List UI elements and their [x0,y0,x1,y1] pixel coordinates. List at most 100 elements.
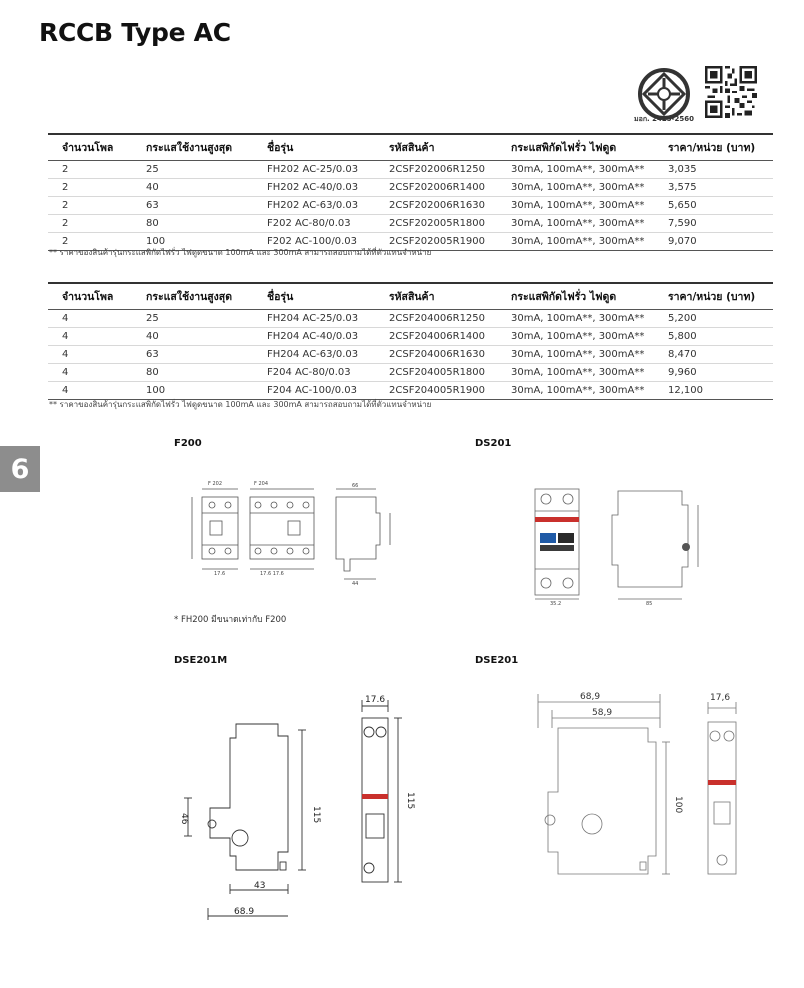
cell-price: 5,650 [668,196,773,215]
cell-model: FH202 AC-40/0.03 [267,178,389,197]
dse201m-dim-width: 17.6 [365,695,385,705]
cell-price: 3,035 [668,160,773,179]
cell-price: 5,200 [668,309,773,328]
cell-leakage-current: 30mA, 100mA**, 300mA** [511,196,668,215]
cell-model: FH204 AC-40/0.03 [267,327,389,346]
svg-text:17.6 17.6: 17.6 17.6 [260,571,284,577]
cell-model: F202 AC-100/0.03 [267,232,389,251]
table2-note: ** ราคาของสินค้ารุ่นกระแสพิกัดไฟรั่ว ไฟด… [49,400,432,409]
table1-note: ** ราคาของสินค้ารุ่นกระแสพิกัดไฟรั่ว ไฟด… [49,248,432,257]
ds201-label: DS201 [475,438,512,449]
cell-rated-current: 25 [146,160,267,179]
cell-model: FH202 AC-25/0.03 [267,160,389,179]
cell-price: 3,575 [668,178,773,197]
dse201-dim-100: 100 [673,796,683,813]
cell-model: F204 AC-100/0.03 [267,381,389,400]
dse201-dim-689: 68,9 [580,692,600,702]
dse201-dim-589: 58,9 [592,708,612,718]
qr-code-icon [705,66,757,118]
dse201m-dim-height-front: 115 [405,792,415,809]
header-poles: จำนวนโพล [48,282,146,310]
cell-leakage-current: 30mA, 100mA**, 300mA** [511,232,668,251]
dse201m-dimension-drawing: 17.6 115 115 46 43 68.9 [179,695,415,920]
header-model: ชื่อรุ่น [267,282,389,310]
cell-rated-current: 40 [146,327,267,346]
cell-leakage-current: 30mA, 100mA**, 300mA** [511,214,668,233]
cell-product-code: 2CSF204006R1250 [389,309,511,328]
cell-model: F204 AC-80/0.03 [267,363,389,382]
page-title: RCCB Type AC [39,18,231,47]
cell-model: FH202 AC-63/0.03 [267,196,389,215]
header-rated-current: กระแสใช้งานสูงสุด [146,282,267,310]
cell-product-code: 2CSF204005R1800 [389,363,511,382]
header-product-code: รหัสสินค้า [389,133,511,161]
svg-text:F 202: F 202 [208,481,222,487]
dse201-dim-176: 17,6 [710,693,730,703]
cell-price: 9,070 [668,232,773,251]
cell-price: 9,960 [668,363,773,382]
header-leakage-current: กระแสพิกัดไฟรั่ว ไฟดูด [511,133,668,161]
cell-product-code: 2CSF204006R1400 [389,327,511,346]
cell-product-code: 2CSF202006R1630 [389,196,511,215]
cell-poles: 4 [48,327,146,346]
svg-text:17.6: 17.6 [214,571,225,577]
cell-price: 5,800 [668,327,773,346]
cell-leakage-current: 30mA, 100mA**, 300mA** [511,178,668,197]
cell-rated-current: 80 [146,214,267,233]
cell-leakage-current: 30mA, 100mA**, 300mA** [511,160,668,179]
cell-leakage-current: 30mA, 100mA**, 300mA** [511,327,668,346]
cell-poles: 2 [48,214,146,233]
cell-model: F202 AC-80/0.03 [267,214,389,233]
cell-price: 8,470 [668,345,773,364]
cell-product-code: 2CSF204006R1630 [389,345,511,364]
svg-text:66: 66 [352,483,358,489]
dse201-label: DSE201 [475,655,519,666]
cell-rated-current: 100 [146,232,267,251]
cell-model: FH204 AC-63/0.03 [267,345,389,364]
dse201m-dim-43: 43 [254,881,265,891]
header-leakage-current: กระแสพิกัดไฟรั่ว ไฟดูด [511,282,668,310]
fh200-note: * FH200 มีขนาดเท่ากับ F200 [174,615,287,625]
cell-model: FH204 AC-25/0.03 [267,309,389,328]
cell-rated-current: 63 [146,345,267,364]
cell-rated-current: 80 [146,363,267,382]
header-price: ราคา/หน่วย (บาท) [668,282,773,310]
cell-product-code: 2CSF202005R1800 [389,214,511,233]
cell-leakage-current: 30mA, 100mA**, 300mA** [511,363,668,382]
cell-product-code: 2CSF202006R1250 [389,160,511,179]
cell-poles: 2 [48,160,146,179]
rccb-2pole-table: จำนวนโพล กระแสใช้งานสูงสุด ชื่อรุ่น รหัส… [48,133,773,251]
f200-label: F200 [174,438,202,449]
svg-text:F 204: F 204 [254,481,268,487]
cell-rated-current: 100 [146,381,267,400]
header-model: ชื่อรุ่น [267,133,389,161]
cell-product-code: 2CSF202005R1900 [389,232,511,251]
cell-poles: 4 [48,381,146,400]
cell-leakage-current: 30mA, 100mA**, 300mA** [511,309,668,328]
table-header-row: จำนวนโพล กระแสใช้งานสูงสุด ชื่อรุ่น รหัส… [48,133,773,161]
header-product-code: รหัสสินค้า [389,282,511,310]
cell-product-code: 2CSF202006R1400 [389,178,511,197]
table-header-row: จำนวนโพล กระแสใช้งานสูงสุด ชื่อรุ่น รหัส… [48,282,773,310]
cell-price: 12,100 [668,381,773,400]
section-tab: 6 [0,446,40,492]
cell-poles: 2 [48,178,146,197]
cell-poles: 4 [48,309,146,328]
dse201m-dim-height: 115 [311,806,321,823]
cell-rated-current: 63 [146,196,267,215]
cell-poles: 2 [48,196,146,215]
dse201m-dim-689: 68.9 [234,907,254,917]
cell-product-code: 2CSF204005R1900 [389,381,511,400]
tis-certification-icon [638,68,690,120]
cell-price: 7,590 [668,214,773,233]
